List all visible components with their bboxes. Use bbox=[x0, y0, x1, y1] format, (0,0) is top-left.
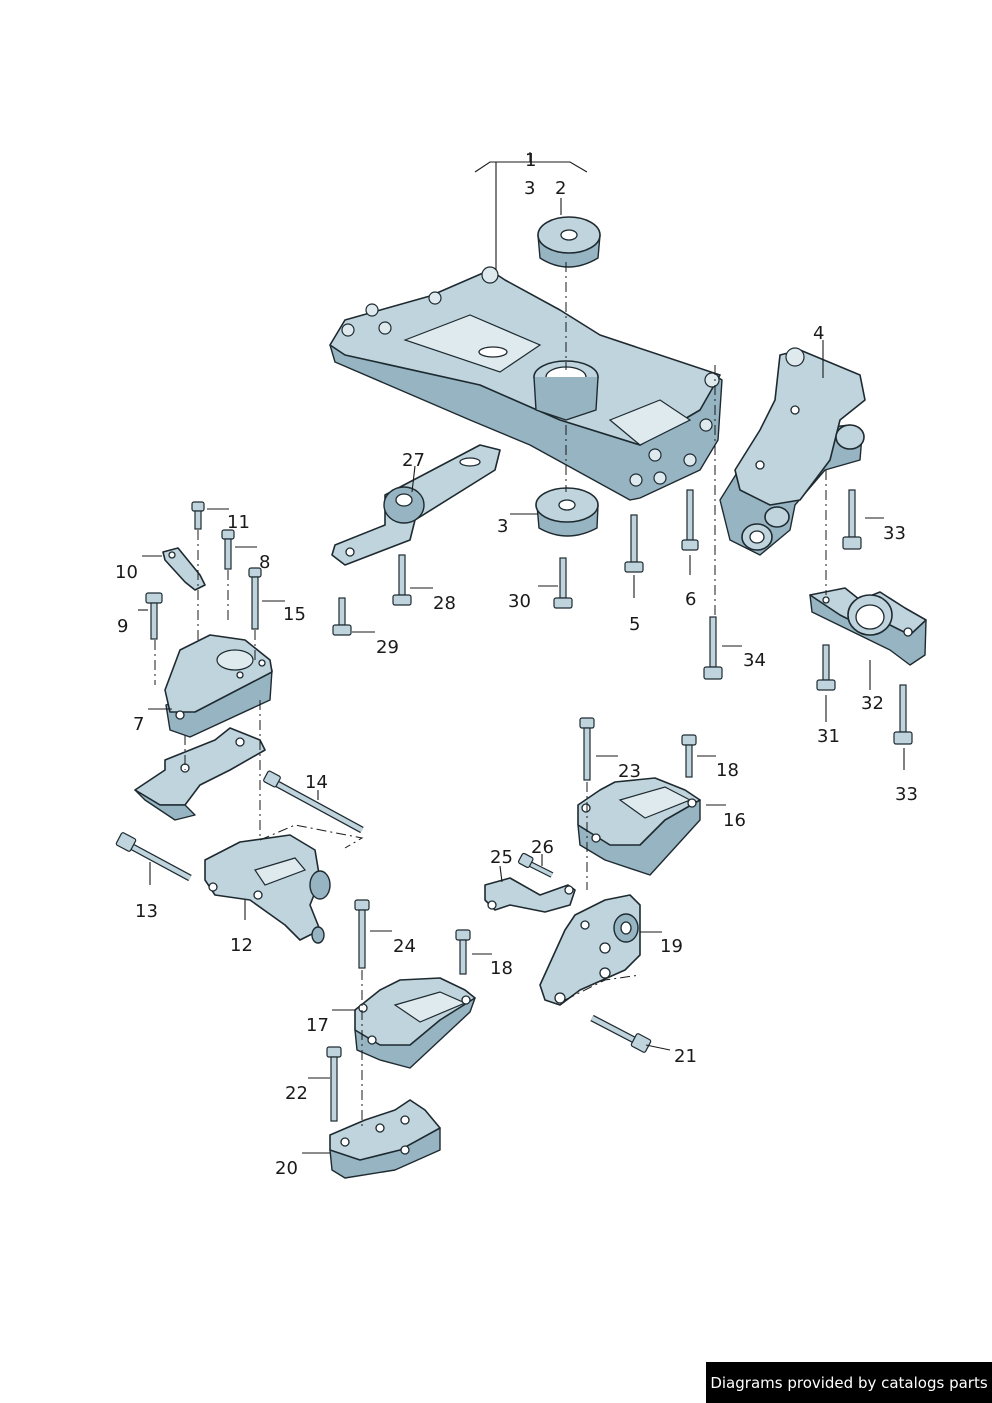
label-10: 10 bbox=[115, 562, 138, 583]
carrier-part bbox=[134, 727, 266, 821]
plate-part-10 bbox=[162, 547, 206, 591]
label-16: 16 bbox=[723, 810, 746, 831]
label-18b: 18 bbox=[490, 958, 513, 979]
leader-lines bbox=[138, 152, 905, 1154]
bolt-26 bbox=[517, 852, 554, 878]
label-19: 19 bbox=[660, 936, 683, 957]
gearbox-mount-part-17 bbox=[354, 977, 476, 1069]
label-23: 23 bbox=[618, 761, 641, 782]
engine-mount-part-7 bbox=[164, 634, 273, 738]
subframe-part-1 bbox=[329, 266, 723, 501]
bolt-23 bbox=[579, 717, 595, 781]
label-4: 4 bbox=[813, 323, 824, 344]
bolt-11 bbox=[191, 501, 205, 530]
label-21: 21 bbox=[674, 1046, 697, 1067]
label-33b: 33 bbox=[895, 784, 918, 805]
bushing-upper-part-2 bbox=[537, 216, 601, 268]
gearbox-mount-part-16 bbox=[577, 777, 701, 876]
bolts bbox=[115, 489, 913, 1122]
torque-arm-part-27 bbox=[331, 444, 501, 566]
bolt-18b bbox=[455, 929, 471, 975]
bolt-33b bbox=[893, 684, 913, 745]
label-17: 17 bbox=[306, 1015, 329, 1036]
bolt-9 bbox=[145, 592, 163, 640]
bolt-31 bbox=[816, 644, 836, 691]
assembly-axes bbox=[154, 262, 827, 1130]
bolt-6 bbox=[681, 489, 699, 551]
strut-part-25 bbox=[484, 877, 576, 913]
bolt-14 bbox=[263, 770, 364, 834]
bracket-part-19 bbox=[539, 894, 641, 1006]
label-1: 1 bbox=[525, 150, 536, 171]
label-8: 8 bbox=[259, 552, 270, 573]
label-12: 12 bbox=[230, 935, 253, 956]
label-25: 25 bbox=[490, 847, 513, 868]
label-13: 13 bbox=[135, 901, 158, 922]
bracket-part-20 bbox=[329, 1099, 441, 1179]
label-9: 9 bbox=[117, 616, 128, 637]
label-15: 15 bbox=[283, 604, 306, 625]
bolt-33a bbox=[842, 489, 862, 550]
label-24: 24 bbox=[393, 936, 416, 957]
label-5: 5 bbox=[629, 614, 640, 635]
credit-banner: Diagrams provided by catalogs parts bbox=[706, 1362, 992, 1403]
label-30: 30 bbox=[508, 591, 531, 612]
label-6: 6 bbox=[685, 589, 696, 610]
label-33a: 33 bbox=[883, 523, 906, 544]
bolt-34 bbox=[703, 616, 723, 680]
label-11: 11 bbox=[227, 512, 250, 533]
bolt-18a bbox=[681, 734, 697, 778]
bolt-5 bbox=[624, 514, 644, 573]
label-28: 28 bbox=[433, 593, 456, 614]
label-14: 14 bbox=[305, 772, 328, 793]
bolt-28 bbox=[392, 554, 412, 606]
bolt-13 bbox=[115, 832, 192, 882]
label-18a: 18 bbox=[716, 760, 739, 781]
label-3: 3 bbox=[524, 178, 535, 199]
bolt-8 bbox=[221, 529, 235, 570]
label-31: 31 bbox=[817, 726, 840, 747]
label-29: 29 bbox=[376, 637, 399, 658]
bolt-30 bbox=[553, 557, 573, 609]
bolt-22 bbox=[326, 1046, 342, 1122]
label-26: 26 bbox=[531, 837, 554, 858]
label-7: 7 bbox=[133, 714, 144, 735]
bearing-mount-part-12 bbox=[204, 834, 331, 944]
bushing-lower-part-3 bbox=[535, 487, 599, 537]
bolt-21 bbox=[590, 1014, 652, 1053]
label-20: 20 bbox=[275, 1158, 298, 1179]
label-3b: 3 bbox=[497, 516, 508, 537]
label-2: 2 bbox=[555, 178, 566, 199]
bolt-24 bbox=[354, 899, 370, 969]
clamp-part-32 bbox=[809, 587, 927, 666]
bolt-15 bbox=[248, 567, 262, 630]
bracket-part-4 bbox=[719, 347, 866, 556]
label-32: 32 bbox=[861, 693, 884, 714]
label-27: 27 bbox=[402, 450, 425, 471]
part-labels: 1 3 2 4 27 3 33 11 8 10 15 9 28 30 6 5 2… bbox=[115, 150, 918, 1179]
label-22: 22 bbox=[285, 1083, 308, 1104]
label-34: 34 bbox=[743, 650, 766, 671]
bolt-29 bbox=[332, 597, 352, 636]
